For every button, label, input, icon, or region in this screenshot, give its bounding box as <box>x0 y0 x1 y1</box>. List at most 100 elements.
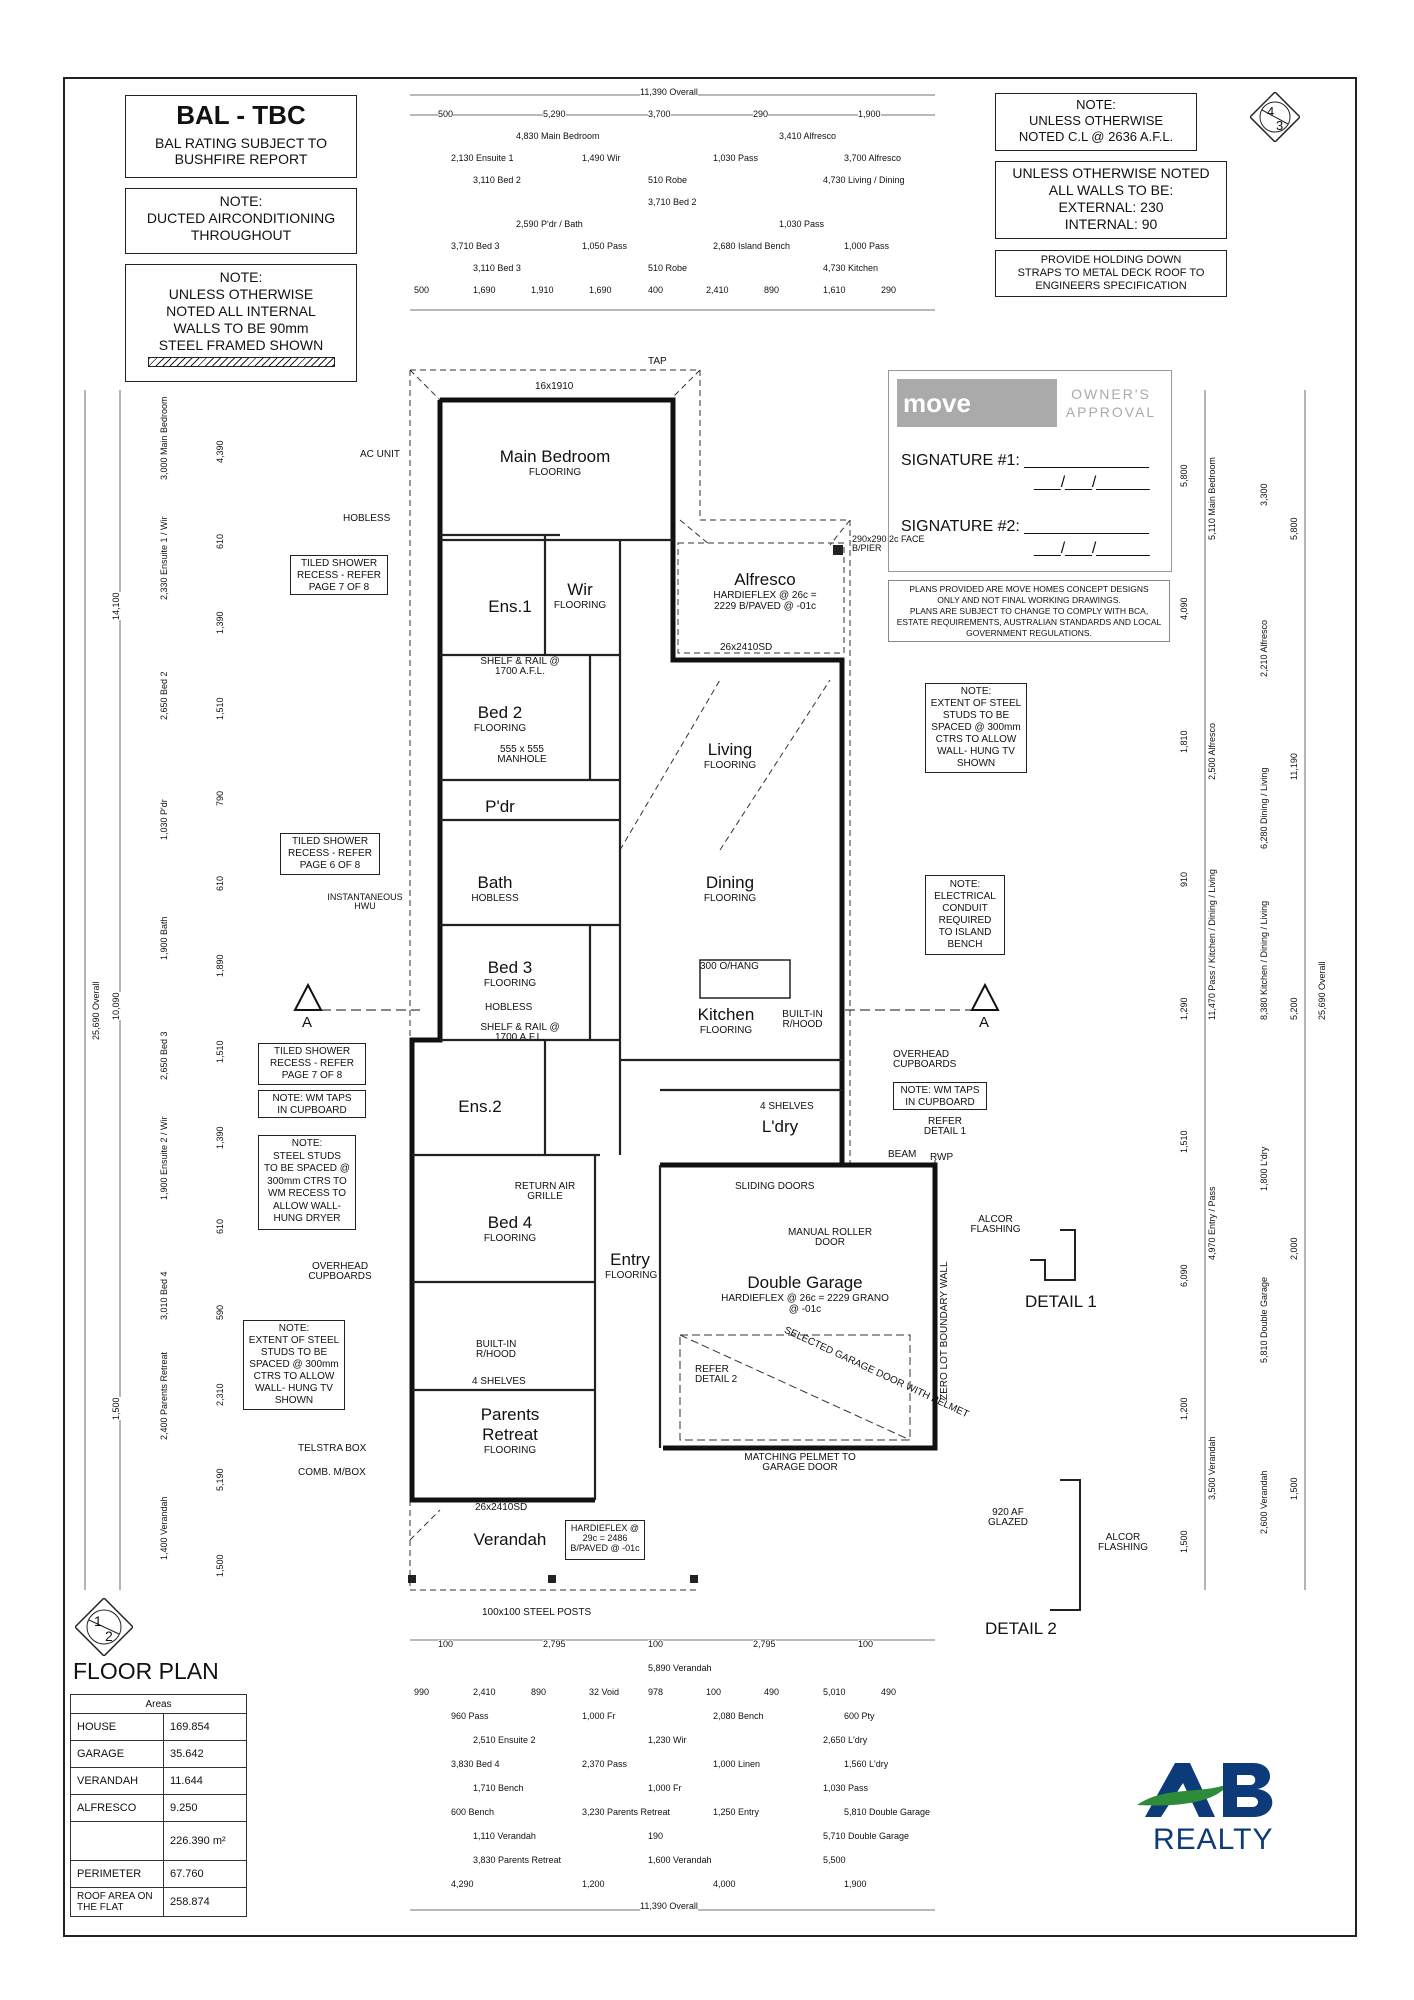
dim-label: 990 <box>414 1687 430 1697</box>
signature-1: SIGNATURE #1: ______________ <box>901 452 1149 469</box>
dim-label: 2,510 Ensuite 2 <box>473 1735 536 1745</box>
note-tv-living: NOTE: EXTENT OF STEEL STUDS TO BE SPACED… <box>925 683 1027 773</box>
hatch-swatch <box>147 357 335 367</box>
holding-note-l3: ENGINEERS SPECIFICATION <box>1035 280 1187 292</box>
dim-label: 3,300 <box>1259 483 1269 506</box>
hobless-label: HOBLESS <box>343 513 391 524</box>
room-entry: Entry FLOORING <box>605 1250 657 1281</box>
dim-label: 960 Pass <box>451 1711 489 1721</box>
room-sub: FLOORING <box>483 1233 537 1244</box>
dim-label: 4,390 <box>215 440 225 463</box>
dim-label: 600 Bench <box>451 1807 495 1817</box>
dim-label: 2,650 L'dry <box>823 1735 868 1745</box>
dim-label: 978 <box>648 1687 664 1697</box>
electrical-l3: CONDUIT <box>942 903 988 914</box>
dim-label: 1,030 Pass <box>823 1783 869 1793</box>
manhole-label: 555 x 555 MANHOLE <box>497 744 547 765</box>
dim-label: 610 <box>215 1218 225 1234</box>
dim-label: 1,390 <box>215 1126 225 1149</box>
beam-label: BEAM <box>888 1149 917 1160</box>
dim-label: 500 <box>414 285 430 295</box>
ab-text: AB <box>1135 1755 1136 1756</box>
dim-label: 5,890 Verandah <box>648 1663 712 1673</box>
dim-label: 290 <box>881 285 897 295</box>
overhead-cup2-label: OVERHEAD CUPBOARDS <box>308 1261 372 1282</box>
room-wir: Wir FLOORING <box>545 580 615 611</box>
internal-walls-l4: WALLS TO BE 90mm <box>173 320 309 336</box>
dim-label: 3,710 Bed 3 <box>451 241 500 251</box>
dim-label: 1,900 <box>844 1879 867 1889</box>
note-studs-dryer: NOTE: STEEL STUDS TO BE SPACED @ 300mm C… <box>258 1135 356 1230</box>
dim-label: 1,030 Pass <box>713 153 759 163</box>
section-marker-right <box>970 982 1000 1011</box>
wm-taps-l-l1: NOTE: WM TAPS <box>272 1093 352 1104</box>
ducted-note-l3: THROUGHOUT <box>190 227 292 243</box>
dim-label: 490 <box>881 1687 897 1697</box>
dim-label: 600 Pty <box>844 1711 875 1721</box>
rwp-label: RWP <box>930 1152 954 1163</box>
room-name: Main Bedroom <box>499 447 611 466</box>
alfresco-outline <box>677 542 845 654</box>
dim-label: 3,000 Main Bedroom <box>159 396 169 480</box>
bal-line2: BUSHFIRE REPORT <box>174 151 308 167</box>
verandah-post-right <box>690 1575 698 1583</box>
shower-3-l2: RECESS - REFER <box>270 1058 354 1069</box>
dim-label: 500 <box>438 109 454 119</box>
dim-label: 3,830 Bed 4 <box>451 1759 500 1769</box>
ab-logo-mark <box>1137 1763 1273 1817</box>
cl-note-l1: NOTE: <box>1076 97 1116 112</box>
room-sub: HARDIEFLEX @ 26c = 2229 B/PAVED @ -01c <box>713 590 817 612</box>
brand-mark: move homes <box>897 379 1057 466</box>
dim-label: 1,050 Pass <box>582 241 628 251</box>
area-label: GARAGE <box>70 1740 164 1768</box>
area-value: 11.644 <box>163 1767 247 1795</box>
room-parents-retreat: Parents Retreat FLOORING <box>460 1405 560 1456</box>
matching-pelmet-label: MATCHING PELMET TO GARAGE DOOR <box>744 1452 856 1473</box>
areas-header: Areas <box>70 1694 247 1714</box>
dim-label: 5,710 Double Garage <box>823 1831 910 1841</box>
tv-retreat-l2: EXTENT OF STEEL <box>248 1335 340 1346</box>
dim-label: 3,830 Parents Retreat <box>473 1855 562 1865</box>
room-alfresco: Alfresco HARDIEFLEX @ 26c = 2229 B/PAVED… <box>710 570 820 612</box>
walls-note-l3: EXTERNAL: 230 <box>1058 199 1164 215</box>
tv-retreat-l7: SHOWN <box>274 1395 314 1406</box>
dim-label: 4,730 Kitchen <box>823 263 879 273</box>
studs-dryer-l7: HUNG DRYER <box>273 1213 341 1224</box>
note-shower-1: TILED SHOWER RECESS - REFER PAGE 7 OF 8 <box>290 555 388 595</box>
hobless2-label: HOBLESS <box>485 1002 533 1013</box>
area-label: PERIMETER <box>70 1860 164 1888</box>
dim-label: 590 <box>215 1304 225 1320</box>
ab-realty-logo: AB REALTY <box>1135 1755 1285 1865</box>
dim-label: 1,250 Entry <box>713 1807 760 1817</box>
dim-label: 5,800 <box>1179 464 1189 487</box>
dim-label: 5,500 <box>823 1855 846 1865</box>
dim-label: 1,390 <box>215 611 225 634</box>
dim-label: 5,110 Main Bedroom <box>1207 457 1217 540</box>
walls-note-l2: ALL WALLS TO BE: <box>1048 182 1174 198</box>
dim-label: 5,010 <box>823 1687 846 1697</box>
holding-note-l2: STRAPS TO METAL DECK ROOF TO <box>1017 267 1205 279</box>
right-overall: 25,690 Overall <box>1317 961 1327 1020</box>
room-verandah: Verandah <box>460 1530 560 1550</box>
room-name: Alfresco <box>734 570 796 589</box>
disclaimer-l4: ESTATE REQUIREMENTS, AUSTRALIAN STANDARD… <box>896 617 1162 627</box>
dim-label: 1,510 <box>215 1040 225 1063</box>
floor-plan-title: FLOOR PLAN <box>73 1658 219 1684</box>
room-name: Double Garage <box>747 1273 863 1292</box>
bal-title: BAL - TBC <box>176 100 306 130</box>
room-sub: FLOORING <box>699 1025 753 1036</box>
wm-taps-r-l2: IN CUPBOARD <box>905 1097 975 1108</box>
room-name: Kitchen <box>697 1005 755 1024</box>
detail2-title: DETAIL 2 <box>985 1619 1057 1638</box>
dim-label: 100 <box>706 1687 722 1697</box>
holding-note: PROVIDE HOLDING DOWN STRAPS TO METAL DEC… <box>995 250 1227 297</box>
signature-2-date: ___/___/______ <box>1034 540 1150 557</box>
zero-lot-label: ZERO LOT BOUNDARY WALL <box>939 1261 950 1400</box>
dim-label: 1,690 <box>473 285 496 295</box>
top-overall: 11,390 Overall <box>640 87 698 97</box>
room-name: Bath <box>477 873 513 892</box>
dim-label: 3,700 Alfresco <box>844 153 902 163</box>
